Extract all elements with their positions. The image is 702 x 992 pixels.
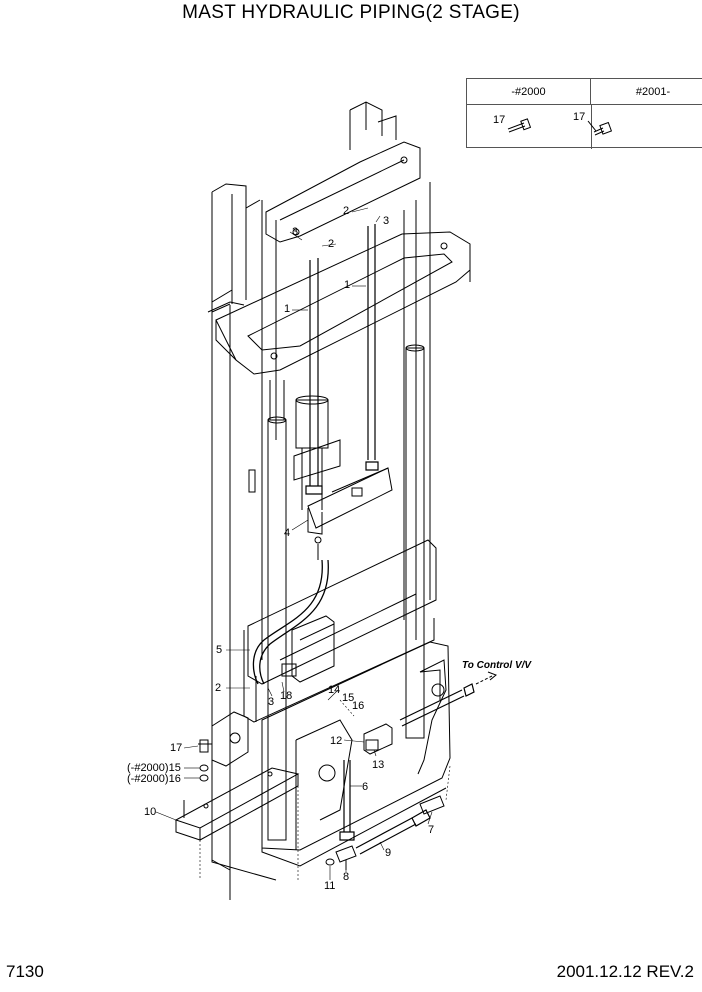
outer-crosshead xyxy=(216,232,470,374)
lift-cylinder-center xyxy=(294,396,340,510)
outer-mast xyxy=(208,184,276,900)
pipe-6 xyxy=(340,760,354,840)
callout-4: 4 xyxy=(284,527,291,539)
callout-1-left: 1 xyxy=(284,303,291,315)
lift-cylinder-right xyxy=(406,345,424,738)
callout-16-variant: (-#2000)16 xyxy=(127,773,181,785)
version-col-after: #2001- xyxy=(591,79,702,105)
callout-14: 14 xyxy=(328,684,341,696)
washer-15 xyxy=(200,765,208,771)
pipe-to-control-valve xyxy=(400,684,474,726)
callout-15: 15 xyxy=(342,692,355,704)
revision-date: 2001.12.12 REV.2 xyxy=(556,962,694,981)
lift-cylinder-left xyxy=(268,380,286,840)
callout-12: 12 xyxy=(330,735,343,747)
version-part-before: 17 xyxy=(493,114,506,126)
callout-16: 16 xyxy=(352,700,365,712)
bracket-10 xyxy=(176,768,298,840)
callout-17: 17 xyxy=(170,742,183,754)
to-control-valve-label: To Control V/V xyxy=(462,660,532,671)
connector-7 xyxy=(420,796,444,814)
page-number: 7130 xyxy=(6,962,44,981)
pipe-1-right xyxy=(366,224,378,470)
callout-2-lower: 2 xyxy=(215,682,222,694)
callout-5: 5 xyxy=(216,644,223,656)
callout-1-right: 1 xyxy=(344,279,351,291)
leader-lines xyxy=(156,208,432,880)
bolt-icon-new xyxy=(588,121,611,135)
version-table: -#2000 #2001- 17 17 xyxy=(466,78,702,149)
callout-15-variant: (-#2000)15 xyxy=(127,762,181,774)
hose-5 xyxy=(253,560,328,684)
callout-13: 13 xyxy=(372,759,385,771)
callout-10: 10 xyxy=(144,806,157,818)
version-divider xyxy=(591,105,592,149)
callout-18: 18 xyxy=(280,690,293,702)
top-crosshead xyxy=(266,116,420,242)
version-col-before: -#2000 xyxy=(467,79,591,105)
callout-9: 9 xyxy=(385,847,392,859)
callout-2-upper: 2 xyxy=(328,238,335,250)
callout-6: 6 xyxy=(362,781,369,793)
o-ring-11 xyxy=(326,859,334,865)
bolt-icon-old xyxy=(508,119,530,132)
page-title: MAST HYDRAULIC PIPING(2 STAGE) xyxy=(182,2,520,23)
fork-carriage-base xyxy=(262,642,450,866)
version-part-after: 17 xyxy=(573,111,586,123)
manifold-block xyxy=(308,468,392,560)
cylinder-head xyxy=(282,616,334,682)
callout-8: 8 xyxy=(343,871,350,883)
callout-3-lower: 3 xyxy=(268,696,275,708)
washer-16 xyxy=(200,775,208,781)
valve-12 xyxy=(364,724,392,754)
callout-3-upper-left: 3 xyxy=(292,226,299,238)
callout-11: 11 xyxy=(324,880,336,892)
carriage-frame xyxy=(244,540,436,722)
callout-2-top: 2 xyxy=(343,205,350,217)
pipe-1-left xyxy=(306,258,322,494)
projection-lines xyxy=(200,700,450,880)
arrow-to-control-valve xyxy=(476,672,496,684)
callout-7: 7 xyxy=(428,824,435,836)
callout-3-upper-right: 3 xyxy=(383,215,390,227)
side-bracket xyxy=(198,712,248,766)
